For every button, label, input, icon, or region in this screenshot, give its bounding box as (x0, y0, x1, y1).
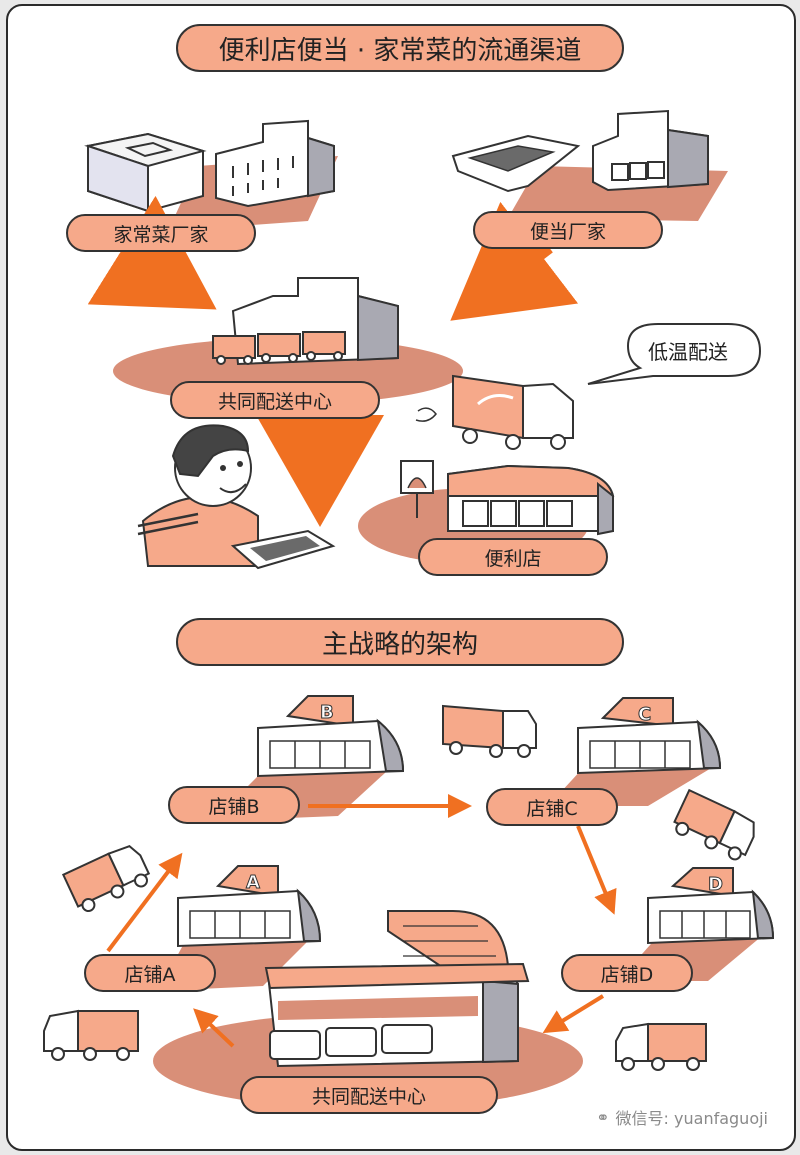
label-store-a: 店铺A (84, 954, 216, 992)
arrow-store-d-to-center (542, 994, 605, 1034)
label-convenience-store: 便利店 (418, 538, 608, 576)
truck-icons (43, 704, 755, 1071)
truck-b-to-c-icon (442, 704, 537, 758)
label-side-dish-factory: 家常菜厂家 (66, 214, 256, 252)
truck-center-to-a-icon (43, 1009, 139, 1061)
watermark-text: 微信号: yuanfaguoji (615, 1109, 768, 1128)
label-distribution-center: 共同配送中心 (170, 381, 380, 419)
refrigerated-truck-icon (415, 374, 574, 450)
arrow-side-dish-to-center (87, 195, 217, 310)
arrow-store-a-to-store-b (106, 852, 183, 953)
label-store-b: 店铺B (168, 786, 300, 824)
label-store-d: 店铺D (561, 954, 693, 992)
arrow-store-c-to-store-d (576, 825, 617, 915)
arrow-center-to-store-a (193, 1008, 235, 1048)
section-1-title: 便利店便当 · 家常菜的流通渠道 (176, 24, 624, 72)
store-sign-letter-b: B (320, 702, 334, 723)
truck-c-to-d-icon (673, 788, 755, 861)
label-store-c: 店铺C (486, 788, 618, 826)
customer-eating-bento-icon (137, 424, 336, 570)
wechat-icon: ⚭ (596, 1107, 610, 1127)
arrow-bento-to-center (450, 201, 579, 321)
callout-cold-chain: 低温配送 (648, 340, 728, 364)
store-sign-letter-c: C (638, 704, 651, 725)
speech-bubble (587, 323, 762, 385)
truck-d-to-center-icon (615, 1022, 707, 1071)
store-b-icon (213, 695, 405, 821)
label-bento-factory: 便当厂家 (473, 211, 663, 249)
illustration-canvas: A B C D (43, 109, 775, 1109)
bento-factory-icon (451, 109, 728, 221)
delivery-route-arrows (106, 794, 617, 1048)
store-sign-letter-d: D (708, 874, 723, 895)
label-distribution-center-2: 共同配送中心 (240, 1076, 498, 1114)
truck-a-to-b-icon (61, 845, 151, 912)
section-2-title: 主战略的架构 (176, 618, 624, 666)
figure-frame: A B C D (6, 4, 796, 1151)
watermark: ⚭ 微信号: yuanfaguoji (596, 1105, 768, 1129)
store-sign-letter-a: A (246, 872, 260, 893)
